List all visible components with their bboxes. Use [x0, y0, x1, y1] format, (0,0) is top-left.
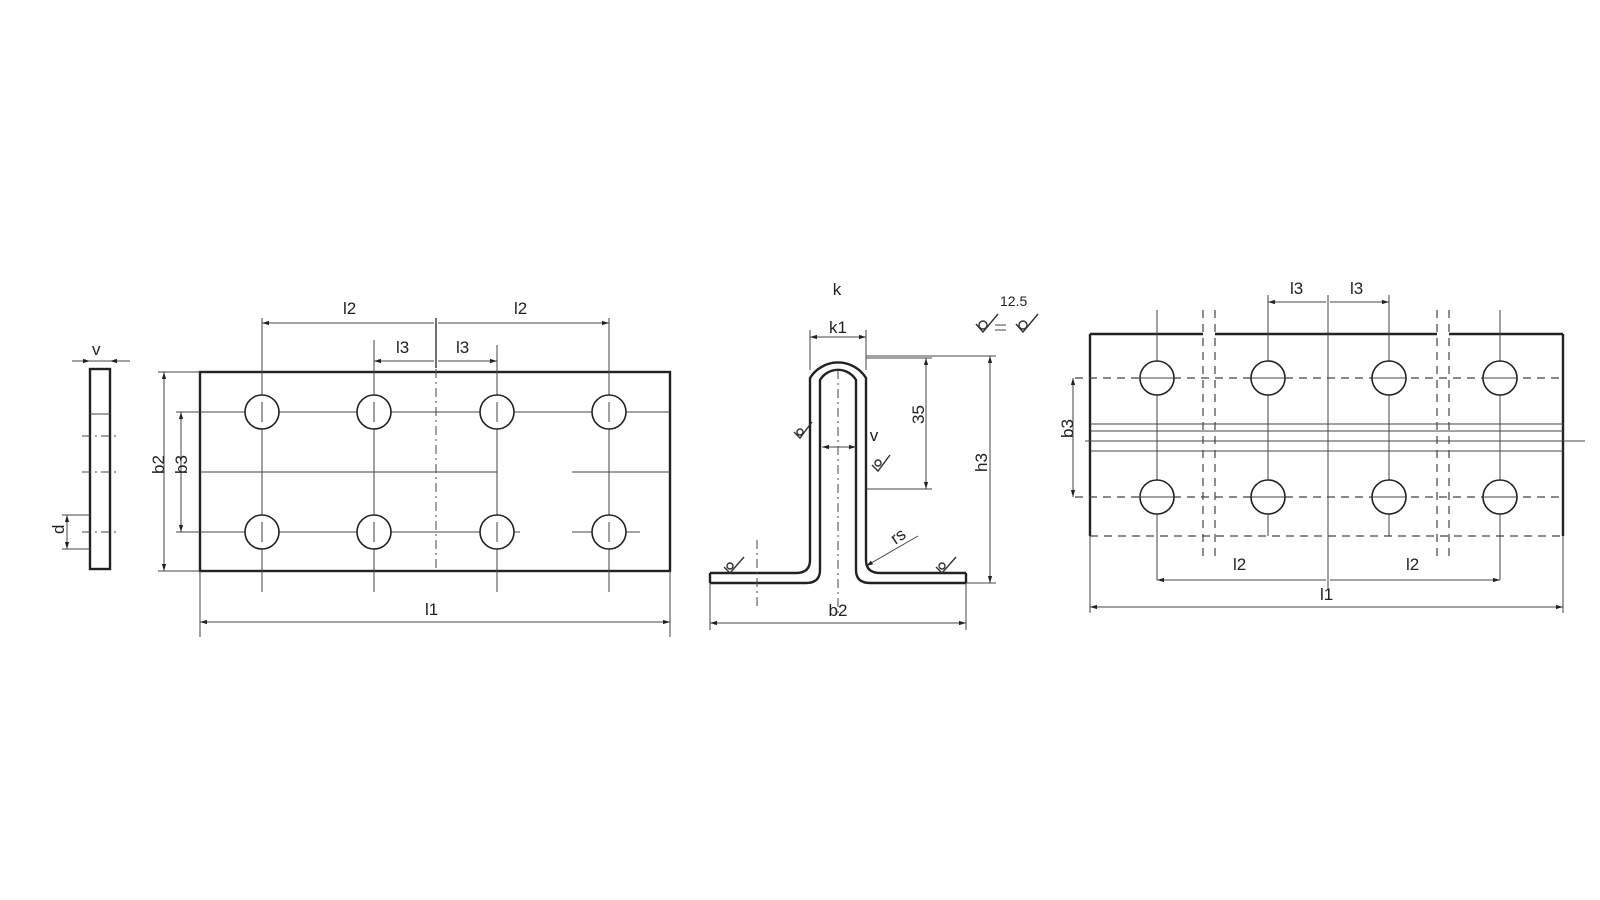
label-l1: l1 — [425, 600, 438, 619]
label-b2-mid: b2 — [829, 601, 848, 620]
profile-inner — [710, 368, 966, 585]
surface-finish-icon — [723, 556, 745, 575]
label-l2-left-r: l2 — [1233, 555, 1246, 574]
surface-finish-icon — [935, 556, 957, 575]
label-l3-left: l3 — [396, 338, 409, 357]
label-d: d — [49, 525, 68, 534]
label-l1-r: l1 — [1320, 585, 1333, 604]
label-rs: rs — [887, 524, 910, 548]
surface-finish-icon — [1015, 313, 1039, 334]
surface-finish-icon — [793, 421, 813, 440]
side-view: v d — [49, 340, 130, 571]
profile-outer — [710, 361, 966, 575]
label-b2: b2 — [149, 455, 168, 474]
label-b3-r: b3 — [1058, 419, 1077, 438]
side-view-outline — [88, 367, 112, 571]
label-v: v — [92, 340, 101, 359]
label-v-mid: v — [870, 426, 879, 445]
label-roughness: 12.5 — [1000, 293, 1027, 309]
label-k: k — [833, 280, 842, 299]
label-35: 35 — [909, 405, 928, 424]
label-b3: b3 — [172, 455, 191, 474]
surface-finish-icon — [975, 313, 999, 334]
front-view: l2 l2 l3 l3 b2 b3 l1 — [149, 299, 672, 637]
label-l2-right: l2 — [514, 299, 527, 318]
surface-finish-icon — [871, 454, 891, 473]
label-l2-left: l2 — [343, 299, 356, 318]
dim-line-rs — [865, 535, 919, 567]
label-l3-left-r: l3 — [1290, 279, 1303, 298]
label-l3-right-r: l3 — [1350, 279, 1363, 298]
top-view: l3 l3 b3 l2 l2 l1 — [1058, 279, 1585, 613]
label-l2-right-r: l2 — [1406, 555, 1419, 574]
label-h3: h3 — [972, 453, 991, 472]
profile-view: k k1 v 35 h3 rs b2 12. — [708, 280, 1039, 630]
label-l3-right: l3 — [456, 338, 469, 357]
label-k1: k1 — [829, 318, 847, 337]
